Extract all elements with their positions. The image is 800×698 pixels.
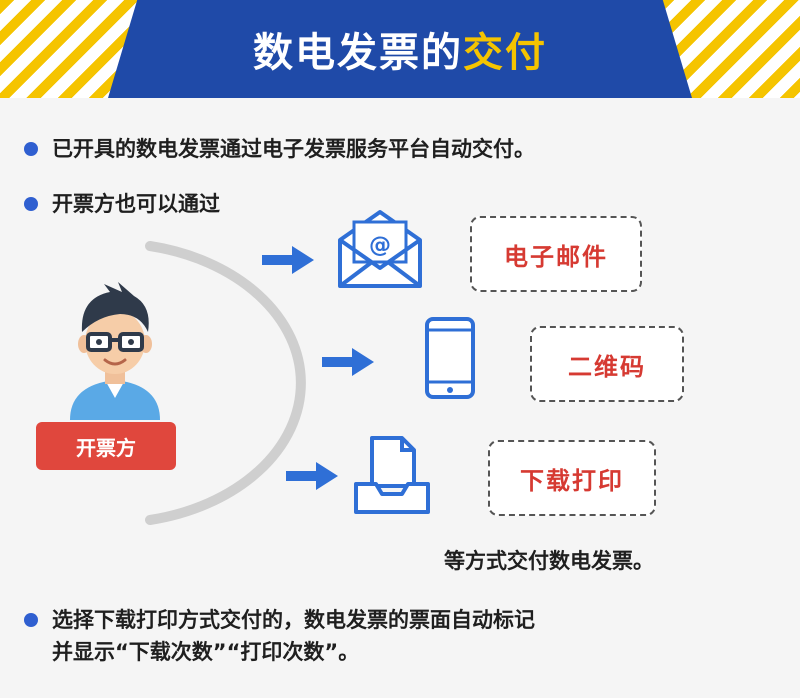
bullet-3-text: 选择下载打印方式交付的，数电发票的票面自动标记 并显示“下载次数”“打印次数”。 — [52, 604, 535, 668]
method-email-label: 电子邮件 — [504, 242, 608, 271]
file-tray-icon — [354, 436, 430, 514]
bullet-dot-icon — [24, 613, 38, 627]
method-box-download-print: 下载打印 — [488, 440, 656, 516]
method-box-email: 电子邮件 — [470, 216, 642, 292]
method-qrcode-label: 二维码 — [568, 352, 646, 381]
page-title: 数电发票的交付 — [0, 0, 800, 98]
svg-text:@: @ — [369, 233, 391, 258]
method-box-qrcode: 二维码 — [530, 326, 684, 402]
closing-text: 等方式交付数电发票。 — [444, 549, 654, 573]
bullet-3: 选择下载打印方式交付的，数电发票的票面自动标记 并显示“下载次数”“打印次数”。 — [24, 604, 535, 668]
title-highlight: 交付 — [463, 30, 547, 76]
method-download-print-label: 下载打印 — [520, 466, 624, 495]
bullet-1: 已开具的数电发票通过电子发票服务平台自动交付。 — [24, 133, 535, 165]
bullet-1-text: 已开具的数电发票通过电子发票服务平台自动交付。 — [52, 137, 535, 161]
person-illustration — [70, 282, 160, 420]
header-banner — [108, 0, 692, 98]
bullet-2-text: 开票方也可以通过 — [52, 192, 220, 216]
title-main: 数电发票的 — [253, 30, 463, 76]
role-label-box: 开票方 — [36, 422, 176, 470]
bullet-dot-icon — [24, 197, 38, 211]
header: 数电发票的交付 — [0, 0, 800, 98]
arrow-right-icon — [322, 348, 374, 376]
bullet-2: 开票方也可以通过 — [24, 188, 220, 220]
phone-icon — [425, 317, 475, 399]
role-label: 开票方 — [76, 435, 136, 460]
bullet-dot-icon — [24, 142, 38, 156]
envelope-icon: @ — [338, 210, 422, 288]
arrow-right-icon — [286, 462, 338, 490]
bullet-3-line-2: 并显示“下载次数”“打印次数”。 — [52, 640, 360, 664]
bullet-3-line-1: 选择下载打印方式交付的，数电发票的票面自动标记 — [52, 608, 535, 632]
arrow-right-icon — [262, 246, 314, 274]
